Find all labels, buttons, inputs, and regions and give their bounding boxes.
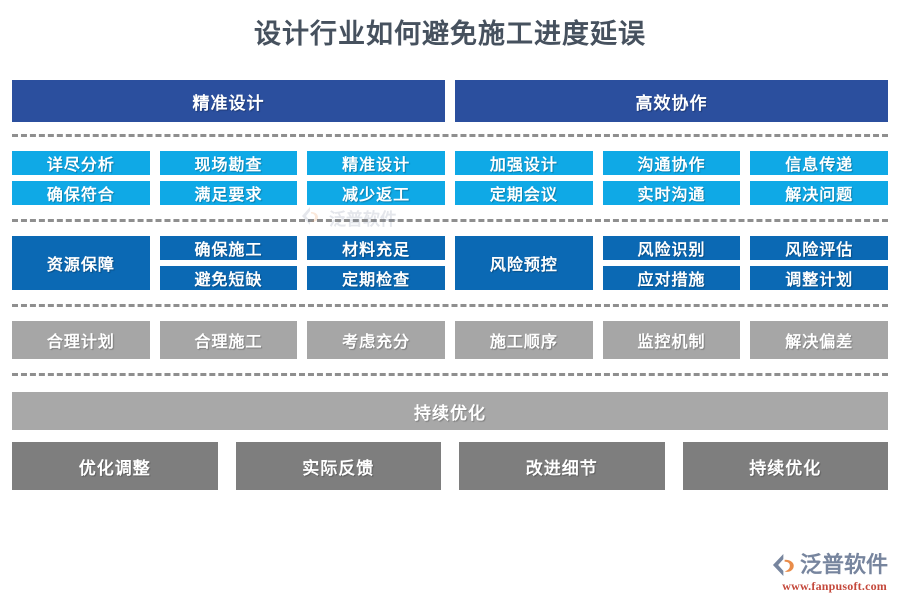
bottom-cell-label: 优化调整 — [78, 458, 151, 478]
cyan-cell[interactable]: 定期会议 — [455, 181, 593, 205]
cyan-cell[interactable]: 详尽分析 — [12, 151, 150, 175]
blue-cell-label: 材料充足 — [342, 242, 411, 259]
blue-section: 资源保障 确保施工 避免短缺 材料充足 定期检查 风险预控 — [12, 236, 889, 290]
cyan-cell-label: 实时沟通 — [637, 187, 706, 204]
cyan-cell[interactable]: 现场勘查 — [159, 151, 298, 175]
cyan-cell-label: 详尽分析 — [46, 157, 115, 174]
cyan-column: 信息传递 解决问题 — [750, 151, 889, 205]
bottom-cell-label: 改进细节 — [525, 458, 598, 478]
fanpu-logo-watermark: 泛普软件 www.fanpusoft.com — [771, 552, 888, 594]
cyan-cell-label: 减少返工 — [342, 187, 411, 204]
divider-3 — [12, 304, 888, 307]
cyan-cell-label: 信息传递 — [785, 157, 854, 174]
header-bar-row: 精准设计 高效协作 — [12, 80, 888, 122]
bottom-cell[interactable]: 优化调整 — [12, 442, 218, 490]
header-bar-efficient-collaboration[interactable]: 高效协作 — [455, 80, 888, 122]
banner-row: 持续优化 — [12, 392, 888, 430]
logo-url: www.fanpusoft.com — [782, 579, 887, 593]
blue-anchor-label: 资源保障 — [46, 257, 115, 274]
cyan-cell-label: 定期会议 — [489, 187, 558, 204]
banner-continuous-optimization[interactable]: 持续优化 — [12, 392, 888, 430]
cyan-column: 现场勘查 满足要求 — [159, 151, 298, 205]
cyan-cell[interactable]: 沟通协作 — [602, 151, 741, 175]
cyan-cell-label: 满足要求 — [194, 187, 263, 204]
divider-1 — [12, 134, 888, 137]
cyan-cell[interactable]: 解决问题 — [750, 181, 889, 205]
bottom-cell-label: 持续优化 — [749, 458, 822, 478]
bottom-cell-label: 实际反馈 — [302, 458, 375, 478]
blue-column: 材料充足 定期检查 — [307, 236, 446, 290]
blue-cell[interactable]: 调整计划 — [750, 266, 889, 290]
blue-cell-label: 定期检查 — [342, 272, 411, 289]
cyan-column: 精准设计 减少返工 — [307, 151, 446, 205]
cyan-cell[interactable]: 信息传递 — [750, 151, 889, 175]
cyan-cell[interactable]: 确保符合 — [12, 181, 150, 205]
grey-cell-label: 合理施工 — [194, 334, 263, 351]
grey-cell[interactable]: 解决偏差 — [750, 321, 889, 359]
bottom-section: 优化调整 实际反馈 改进细节 持续优化 — [12, 442, 888, 490]
blue-cell[interactable]: 应对措施 — [602, 266, 741, 290]
blue-anchor-risk-prevention[interactable]: 风险预控 — [455, 236, 593, 290]
divider-4 — [12, 373, 888, 376]
blue-cell-label: 风险识别 — [637, 242, 706, 259]
cyan-column: 沟通协作 实时沟通 — [602, 151, 741, 205]
blue-cell-label: 调整计划 — [785, 272, 854, 289]
logo-name: 泛普软件 — [799, 552, 888, 577]
blue-anchor-column: 资源保障 — [12, 236, 150, 290]
cyan-cell-label: 现场勘查 — [194, 157, 263, 174]
blue-anchor-column: 风险预控 — [455, 236, 593, 290]
blue-column: 风险识别 应对措施 — [602, 236, 741, 290]
cyan-column: 详尽分析 确保符合 — [12, 151, 150, 205]
blue-cell[interactable]: 风险识别 — [602, 236, 741, 260]
blue-cell-label: 避免短缺 — [194, 272, 263, 289]
grey-section: 合理计划 合理施工 考虑充分 施工顺序 监控机制 解决偏差 — [12, 321, 889, 359]
cyan-column: 加强设计 定期会议 — [455, 151, 593, 205]
blue-cell[interactable]: 风险评估 — [750, 236, 889, 260]
grey-cell-label: 考虑充分 — [342, 334, 411, 351]
blue-anchor-resource-guarantee[interactable]: 资源保障 — [12, 236, 150, 290]
blue-column: 确保施工 避免短缺 — [159, 236, 298, 290]
grey-cell[interactable]: 合理施工 — [159, 321, 298, 359]
cyan-cell-label: 加强设计 — [489, 157, 558, 174]
cyan-cell[interactable]: 减少返工 — [307, 181, 446, 205]
header-bar-label: 精准设计 — [192, 93, 265, 113]
header-bar-precision-design[interactable]: 精准设计 — [12, 80, 445, 122]
bottom-cell[interactable]: 持续优化 — [682, 442, 888, 490]
blue-cell-label: 确保施工 — [194, 242, 263, 259]
bottom-cell[interactable]: 实际反馈 — [235, 442, 441, 490]
cyan-section: 详尽分析 确保符合 现场勘查 满足要求 精准设计 减少返工 加强设计 — [12, 151, 889, 205]
grey-cell-label: 监控机制 — [637, 334, 706, 351]
banner-label: 持续优化 — [414, 403, 486, 423]
cyan-cell-label: 解决问题 — [785, 187, 854, 204]
divider-2 — [12, 219, 888, 222]
cyan-cell[interactable]: 精准设计 — [307, 151, 446, 175]
blue-cell-label: 风险评估 — [785, 242, 854, 259]
blue-column: 风险评估 调整计划 — [750, 236, 889, 290]
grey-cell[interactable]: 考虑充分 — [307, 321, 446, 359]
blue-anchor-label: 风险预控 — [489, 257, 558, 274]
cyan-cell-label: 确保符合 — [46, 187, 115, 204]
page-title: 设计行业如何避免施工进度延误 — [254, 19, 646, 49]
blue-cell-label: 应对措施 — [637, 272, 706, 289]
blue-cell[interactable]: 避免短缺 — [159, 266, 298, 290]
blue-cell[interactable]: 材料充足 — [307, 236, 446, 260]
grey-cell[interactable]: 合理计划 — [12, 321, 150, 359]
logo-top-row: 泛普软件 — [771, 552, 888, 578]
cyan-cell[interactable]: 加强设计 — [455, 151, 593, 175]
grey-cell-label: 解决偏差 — [785, 334, 854, 351]
grey-cell[interactable]: 监控机制 — [602, 321, 741, 359]
cyan-cell-label: 沟通协作 — [637, 157, 706, 174]
fanpu-swirl-icon — [771, 552, 797, 578]
blue-cell[interactable]: 确保施工 — [159, 236, 298, 260]
grey-cell-label: 合理计划 — [46, 334, 115, 351]
header-bar-label: 高效协作 — [635, 93, 708, 113]
cyan-cell[interactable]: 满足要求 — [159, 181, 298, 205]
cyan-cell-label: 精准设计 — [342, 157, 411, 174]
cyan-cell[interactable]: 实时沟通 — [602, 181, 741, 205]
grey-cell-label: 施工顺序 — [489, 334, 558, 351]
blue-cell[interactable]: 定期检查 — [307, 266, 446, 290]
bottom-cell[interactable]: 改进细节 — [459, 442, 665, 490]
grey-cell[interactable]: 施工顺序 — [455, 321, 593, 359]
